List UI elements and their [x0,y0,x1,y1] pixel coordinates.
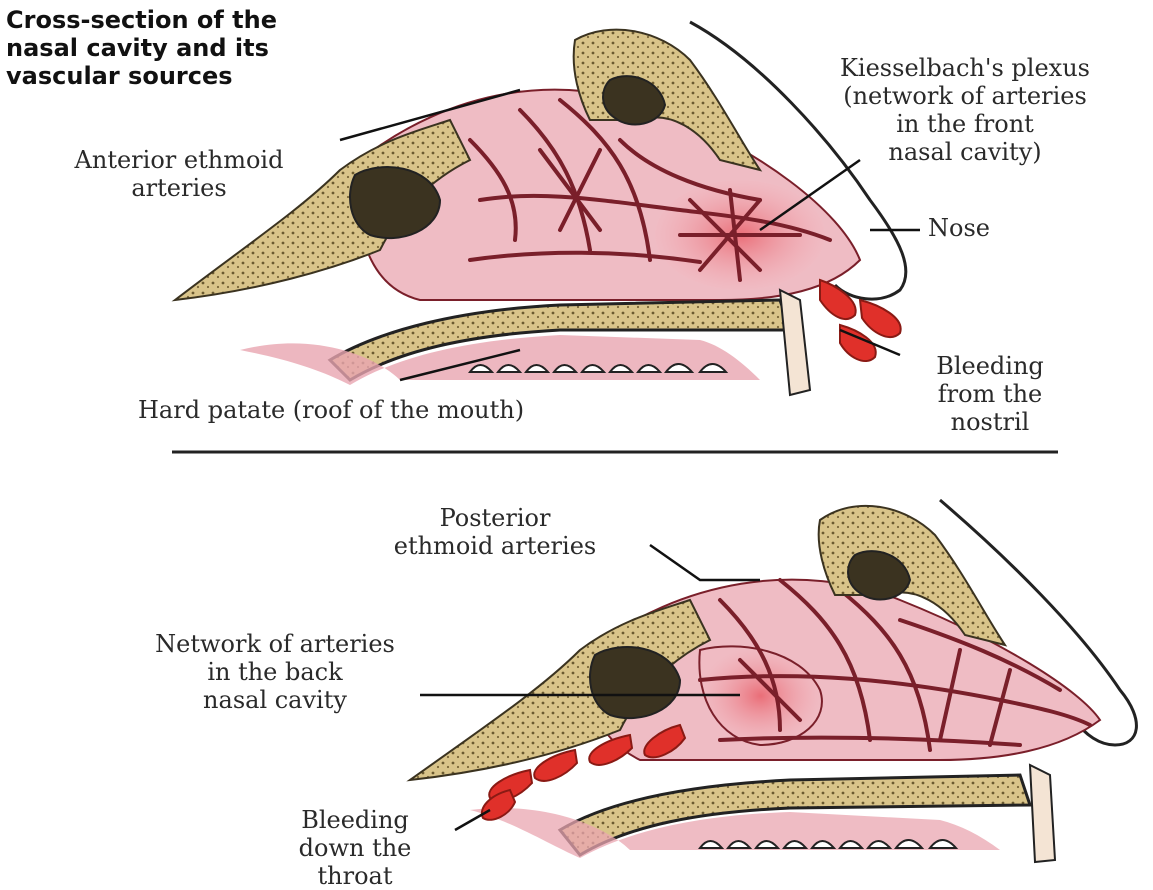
label-nose: Nose [928,214,990,242]
label-kiesselbachs-plexus: Kiesselbach's plexus (network of arterie… [780,54,1150,166]
label-network-back-nasal-cavity: Network of arteries in the back nasal ca… [110,630,440,714]
label-hard-palate: Hard patate (roof of the mouth) [138,396,524,424]
top-upper-lip [780,290,810,395]
bottom-mouth [470,808,1000,858]
top-mouth [240,335,760,385]
label-posterior-ethmoid-arteries: Posterior ethmoid arteries [330,504,660,560]
label-bleeding-down-throat: Bleeding down the throat [255,806,455,890]
bottom-upper-lip [1030,765,1055,862]
diagram-title: Cross-section of the nasal cavity and it… [6,6,426,90]
label-bleeding-from-nostril: Bleeding from the nostril [890,352,1090,436]
label-anterior-ethmoid-arteries: Anterior ethmoid arteries [14,146,344,202]
